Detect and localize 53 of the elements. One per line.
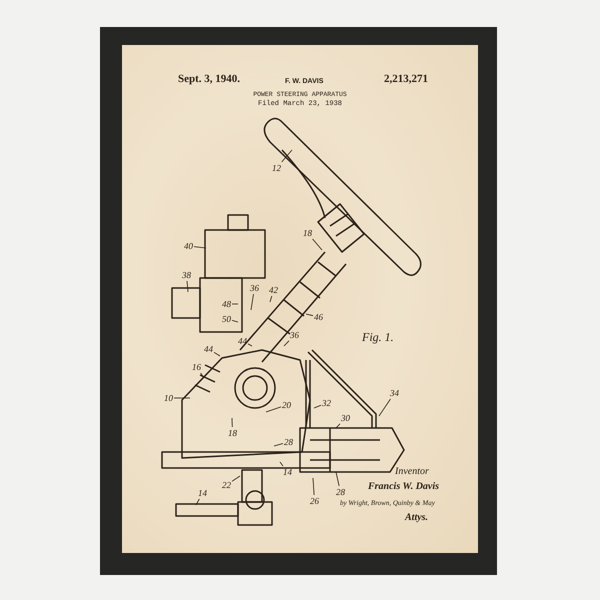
callout-number: 16 (192, 362, 201, 372)
leader-line (196, 498, 200, 506)
callout-number: 22 (222, 480, 231, 490)
callout-number: 10 (164, 393, 173, 403)
leader-line (232, 418, 233, 428)
leader-line (232, 476, 240, 482)
callout-number: 26 (310, 496, 319, 506)
leader-line (284, 340, 290, 346)
callout-number: 42 (269, 285, 278, 295)
callout-number: 20 (282, 400, 291, 410)
leader-line (336, 472, 340, 486)
callout-number: 48 (222, 299, 231, 309)
patent-number: 2,213,271 (384, 73, 428, 85)
leader-line (274, 443, 284, 446)
leader-line (306, 314, 314, 316)
leader-line (186, 280, 188, 292)
callout-number: 28 (284, 437, 293, 447)
callout-number: 32 (322, 398, 331, 408)
leader-line (266, 406, 282, 412)
leader-line (214, 352, 220, 356)
callout-number: 14 (283, 467, 292, 477)
attorneys-label: Attys. (405, 512, 428, 523)
leader-line (314, 404, 322, 408)
callout-number: 28 (336, 487, 345, 497)
leader-line (336, 423, 340, 428)
inventor-heading: Inventor (395, 466, 429, 477)
leader-line (280, 462, 284, 466)
callout-number: 50 (222, 314, 231, 324)
leader-line (200, 372, 204, 378)
callout-number: 44 (204, 344, 213, 354)
leader-line (281, 150, 292, 162)
callout-number: 38 (182, 270, 191, 280)
callout-number: 12 (272, 163, 281, 173)
callout-number: 30 (341, 413, 350, 423)
inventor-signature: Francis W. Davis (368, 481, 440, 492)
leader-line (378, 398, 391, 416)
patent-date: Sept. 3, 1940. (178, 73, 240, 85)
leader-line (250, 294, 254, 310)
callout-number: 36 (290, 330, 299, 340)
callout-number: 46 (314, 312, 323, 322)
leader-line (194, 246, 206, 248)
callout-number: 18 (303, 228, 312, 238)
callout-number: 14 (198, 488, 207, 498)
leader-line (312, 238, 322, 250)
callout-number: 36 (250, 283, 259, 293)
leader-line (232, 320, 238, 322)
figure-label: Fig. 1. (362, 330, 394, 345)
leader-line (312, 478, 314, 496)
leader-line (248, 344, 252, 346)
callout-number: 18 (228, 428, 237, 438)
callout-number: 34 (390, 388, 399, 398)
leader-line (270, 296, 272, 302)
callout-number: 40 (184, 241, 193, 251)
